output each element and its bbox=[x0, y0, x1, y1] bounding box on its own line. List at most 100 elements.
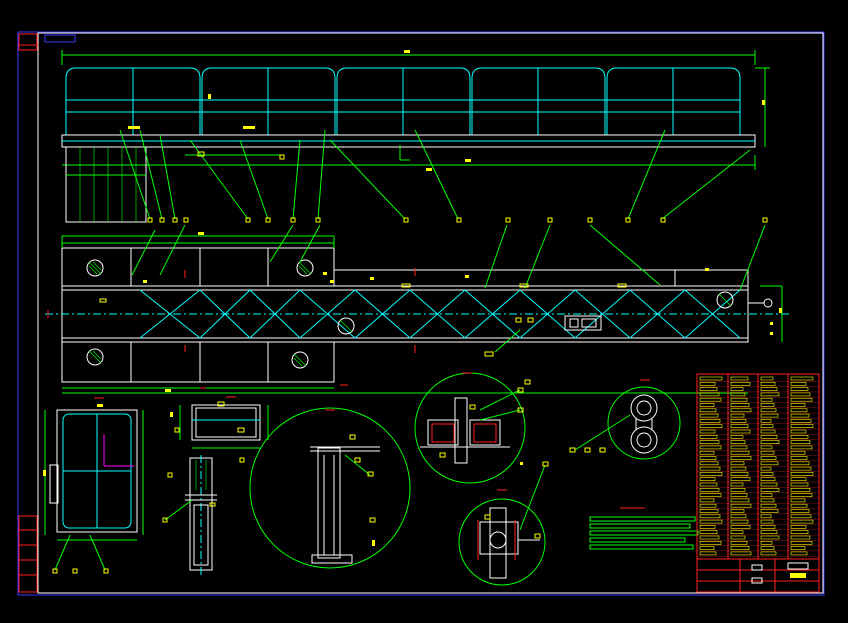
bom-cell-mark bbox=[730, 514, 747, 519]
bom-cell-mark bbox=[790, 503, 808, 508]
elevation-view bbox=[61, 50, 770, 223]
bom-cell-mark bbox=[699, 397, 722, 402]
plan-view bbox=[45, 224, 790, 394]
bom-cell-mark bbox=[790, 387, 809, 391]
bom-cell-mark bbox=[760, 397, 773, 402]
bom-cell-mark bbox=[790, 408, 808, 413]
bom-cell-mark bbox=[760, 413, 779, 418]
bom-cell-mark bbox=[730, 456, 752, 460]
bom-cell-mark bbox=[699, 424, 723, 429]
bom-cell-mark bbox=[730, 498, 750, 503]
bom-cell-mark bbox=[699, 440, 720, 444]
bom-cell-mark bbox=[790, 419, 812, 423]
bom-cell-mark bbox=[760, 445, 773, 450]
bom-cell-mark bbox=[730, 419, 747, 423]
bom-cell-mark bbox=[760, 450, 775, 455]
drawing-frame bbox=[17, 31, 825, 596]
bom-cell-mark bbox=[760, 440, 780, 444]
bom-cell-mark bbox=[760, 456, 777, 460]
bom-cell-mark bbox=[790, 381, 807, 386]
access-holes bbox=[86, 259, 734, 369]
bom-cell-mark bbox=[699, 514, 721, 519]
end-connector bbox=[748, 285, 783, 342]
bom-cell-mark bbox=[790, 440, 811, 444]
dimension-tag bbox=[404, 50, 410, 53]
bom-cell-mark bbox=[699, 403, 715, 407]
bom-cell-mark bbox=[760, 434, 778, 439]
callout-tags-elevation bbox=[128, 94, 768, 223]
bom-cell-mark bbox=[730, 381, 751, 386]
bom-cell-mark bbox=[699, 509, 719, 513]
bom-cell-mark bbox=[699, 498, 715, 503]
section-markers bbox=[47, 268, 416, 389]
bom-cell-mark bbox=[790, 424, 814, 429]
control-box bbox=[564, 315, 602, 331]
bom-cell-mark bbox=[730, 440, 746, 444]
railing-panels bbox=[65, 67, 741, 135]
bom-cell-mark bbox=[790, 477, 807, 482]
bom-cell-mark bbox=[730, 509, 745, 513]
title-block bbox=[696, 558, 820, 593]
bom-cell-mark bbox=[699, 419, 721, 423]
bom-cell-mark bbox=[790, 551, 808, 556]
bom-cell-mark bbox=[699, 461, 719, 466]
bom-cell-mark bbox=[790, 525, 807, 529]
bom-cell-mark bbox=[790, 546, 806, 550]
bom-cell-mark bbox=[760, 498, 775, 503]
callout-tags-plan bbox=[99, 268, 773, 357]
bom-cell-mark bbox=[699, 408, 717, 413]
bom-cell-mark bbox=[790, 493, 813, 497]
bom-cell-mark bbox=[790, 535, 811, 540]
detail-post-view bbox=[162, 455, 217, 575]
bom-cell-mark bbox=[790, 519, 814, 524]
bom-cell-mark bbox=[730, 551, 752, 556]
bom-cell-mark bbox=[790, 482, 809, 487]
bom-cell-mark bbox=[699, 381, 716, 386]
bom-cell-mark bbox=[760, 424, 774, 429]
bom-cell-mark bbox=[760, 376, 774, 381]
bom-cell-mark bbox=[790, 498, 806, 503]
bom-cell-mark bbox=[760, 419, 772, 423]
bom-cell-mark bbox=[730, 487, 746, 492]
bom-cell-mark bbox=[699, 546, 715, 550]
bom-cell-mark bbox=[699, 487, 720, 492]
bom-cell-mark bbox=[790, 487, 811, 492]
bom-cell-mark bbox=[760, 535, 780, 540]
bom-cell-mark bbox=[760, 381, 776, 386]
detail-gate-view bbox=[43, 397, 144, 574]
bom-cell-mark bbox=[790, 514, 812, 519]
bom-cell-mark bbox=[790, 429, 807, 434]
bom-cell-mark bbox=[790, 456, 808, 460]
bom-cell-mark bbox=[730, 546, 750, 550]
bom-cell-mark bbox=[760, 530, 778, 535]
bom-cell-mark bbox=[699, 413, 719, 418]
bom-cell-mark bbox=[699, 530, 718, 535]
bill-of-materials bbox=[696, 373, 820, 560]
bom-cell-mark bbox=[699, 376, 723, 381]
bom-cell-mark bbox=[730, 540, 748, 545]
bom-cell-mark bbox=[730, 376, 749, 381]
bom-cell-mark bbox=[760, 466, 772, 471]
detail-circle-1 bbox=[249, 407, 411, 569]
support-leg bbox=[65, 146, 147, 223]
bom-cell-mark bbox=[730, 392, 746, 397]
bom-cell-mark bbox=[760, 519, 774, 524]
bom-cell-mark bbox=[699, 392, 720, 397]
bom-cell-mark bbox=[730, 387, 744, 391]
bom-cell-mark bbox=[760, 514, 772, 519]
bom-cell-mark bbox=[760, 551, 777, 556]
bom-cell-mark bbox=[730, 461, 745, 466]
bom-cell-mark bbox=[699, 493, 722, 497]
bom-cell-mark bbox=[760, 387, 778, 391]
bom-cell-mark bbox=[760, 472, 774, 476]
leader-lines-plan bbox=[131, 224, 766, 353]
bom-cell-mark bbox=[760, 503, 777, 508]
bom-cell-mark bbox=[730, 472, 749, 476]
bom-cell-mark bbox=[699, 503, 717, 508]
bom-cell-mark bbox=[699, 535, 720, 540]
bom-cell-mark bbox=[790, 466, 812, 471]
bom-cell-mark bbox=[790, 434, 809, 439]
bom-cell-mark bbox=[730, 413, 745, 418]
bom-cell-mark bbox=[730, 450, 750, 455]
